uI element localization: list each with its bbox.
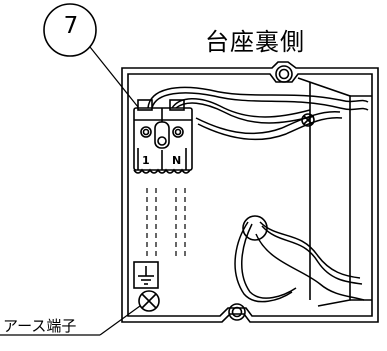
wire-channels xyxy=(146,188,186,258)
terminal-block xyxy=(133,99,193,174)
wires-top xyxy=(147,86,369,141)
earth-terminal-label: アース端子 xyxy=(3,317,77,335)
page-title: 台座裏側 xyxy=(205,28,305,56)
callout-7 xyxy=(43,3,139,108)
earth-label-leader xyxy=(0,305,141,336)
housing-outline xyxy=(121,61,379,323)
terminal-label-1: 1 xyxy=(142,154,150,167)
wires-lower xyxy=(234,221,365,303)
terminal-label-n: N xyxy=(172,154,182,167)
earth-screw xyxy=(138,290,160,312)
earth-symbol-icon xyxy=(133,261,159,289)
callout-number: 7 xyxy=(63,13,79,39)
